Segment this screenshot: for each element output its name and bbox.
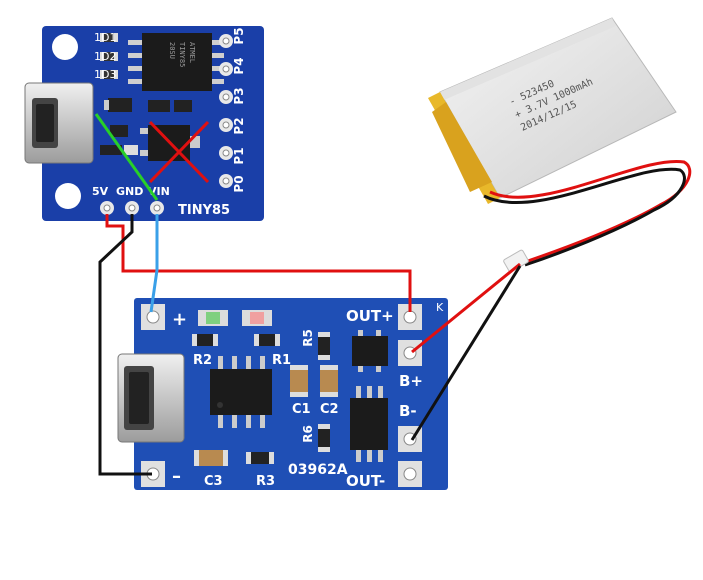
pin-label-p3: P3 (232, 87, 246, 104)
wire-gnd-to-in-minus (98, 214, 152, 476)
chip-text-2: TINY85 (178, 42, 186, 67)
charger-input-pads (141, 304, 165, 487)
pin-label-p5: P5 (232, 27, 246, 44)
digispark-board: ATMEL TINY85 20SU 1D1 1D2 1D3 (24, 26, 264, 221)
label-out-plus: OUT+ (346, 307, 394, 325)
label-r6: R6 (301, 425, 315, 443)
pin-label-p4: P4 (232, 57, 246, 74)
wire-5v-to-out-plus (105, 214, 412, 312)
corner-mark: K (436, 301, 444, 314)
charger-usb-connector (117, 353, 185, 443)
cap-c1 (290, 368, 308, 394)
label-r2: R2 (193, 353, 212, 368)
input-plus-label: + (172, 309, 187, 330)
tp4056-charger-board: + – R2 R1 C1 C2 R5 (117, 298, 448, 490)
pin-label-p0: P0 (232, 175, 246, 192)
battery-red-lead (489, 159, 692, 264)
chip-text-1: ATMEL (188, 42, 196, 63)
label-r3: R3 (256, 474, 275, 489)
digispark-usb-connector (24, 82, 94, 164)
remove-regulator-x-mark (148, 120, 210, 184)
digispark-bottom-pins (100, 201, 164, 215)
pin-label-gnd: GND (116, 185, 143, 198)
board-label: TINY85 (178, 203, 230, 218)
cap-c3 (198, 450, 224, 466)
protection-ic-1 (352, 330, 388, 372)
label-c2: C2 (320, 402, 339, 417)
digispark-top-pins (219, 34, 233, 188)
lipo-battery: - 523450 + 3.7V 1000mAh 2014/12/15 (428, 17, 692, 273)
mount-hole-bl (55, 183, 81, 209)
attiny-chip: ATMEL TINY85 20SU (128, 33, 224, 91)
green-jumper-wire (94, 113, 159, 201)
label-c3: C3 (204, 474, 223, 489)
smd-label-3: 1D3 (94, 68, 116, 81)
label-r5: R5 (301, 329, 315, 347)
label-c1: C1 (292, 402, 311, 417)
mount-hole-tl (52, 34, 78, 60)
label-r1: R1 (272, 353, 291, 368)
smd-label-2: 1D2 (94, 50, 116, 63)
label-out-minus: OUT- (346, 472, 385, 490)
charger-output-pads (398, 304, 422, 487)
smd-label-1: 1D1 (94, 31, 116, 44)
pin-label-p1: P1 (232, 147, 246, 164)
wire-battery-to-b-minus (410, 265, 522, 441)
tp4056-chip (210, 356, 272, 428)
wires (98, 214, 522, 476)
label-b-plus: B+ (399, 372, 423, 390)
protection-mosfet (350, 386, 388, 462)
pin-label-p2: P2 (232, 117, 246, 134)
part-number: 03962A (288, 462, 348, 478)
pin-label-5v: 5V (92, 185, 109, 198)
digispark-smd-parts: 1D1 1D2 1D3 (94, 31, 200, 161)
chip-text-3: 20SU (168, 42, 176, 59)
input-minus-label: – (172, 466, 181, 487)
battery-black-lead (483, 167, 686, 267)
wire-vin-to-in-plus (149, 214, 159, 313)
cap-c2 (320, 368, 338, 394)
label-b-minus: B- (399, 402, 417, 420)
wire-battery-to-b-plus (411, 262, 521, 354)
